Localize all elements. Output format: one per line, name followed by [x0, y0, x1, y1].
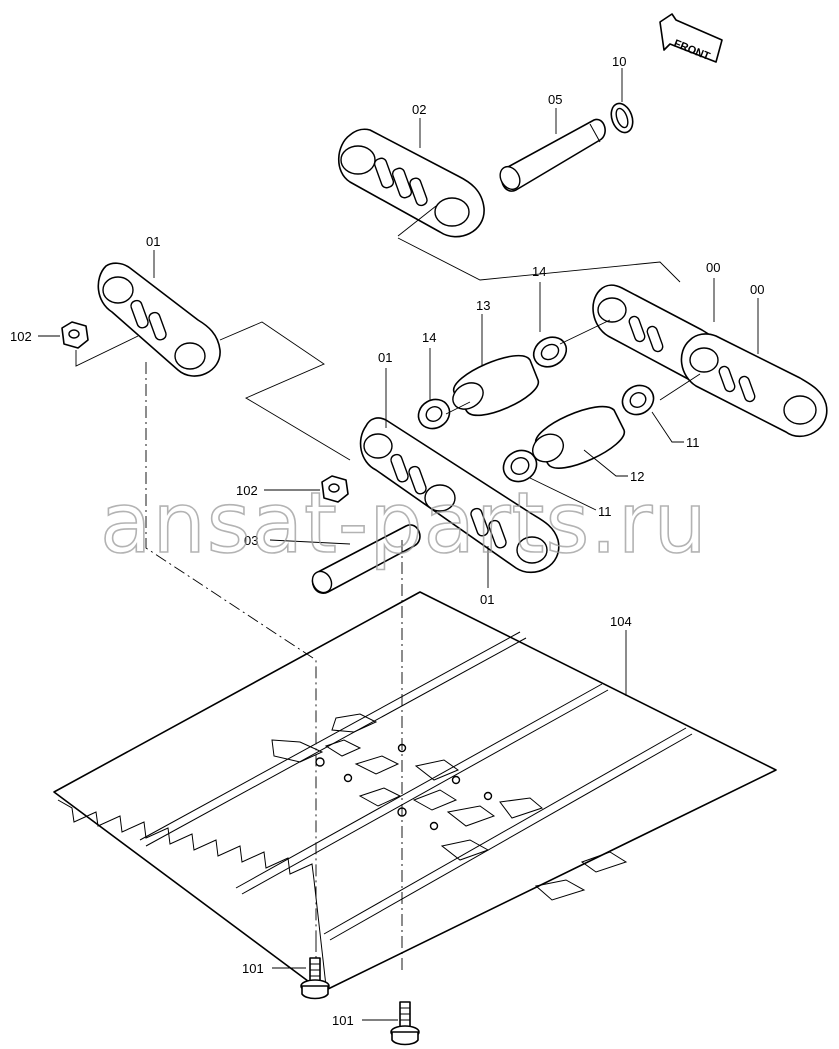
bolt-101-lower — [390, 1001, 420, 1046]
seal-ring-14-upper — [532, 336, 568, 368]
front-arrow-icon: FRONT — [659, 13, 723, 63]
callout-labels: 10 02 05 01 102 13 14 14 01 00 00 11 12 … — [10, 54, 764, 1028]
callout-14-lower: 14 — [422, 330, 436, 345]
nut-102-lower — [321, 475, 349, 503]
callout-01-left: 01 — [146, 234, 160, 249]
seal-ring-11-upper — [621, 384, 655, 416]
track-link-02 — [337, 128, 485, 238]
callout-10: 10 — [612, 54, 626, 69]
bushing-13 — [452, 354, 539, 417]
callout-104: 104 — [610, 614, 632, 629]
callout-102-upper: 102 — [10, 329, 32, 344]
nut-102-upper — [61, 321, 89, 349]
snap-ring-10 — [610, 102, 634, 134]
callout-101-upper: 101 — [242, 961, 264, 976]
bushing-12 — [531, 405, 625, 469]
callout-11-upper: 11 — [686, 435, 700, 450]
callout-13: 13 — [476, 298, 490, 313]
track-link-01-left — [97, 262, 221, 377]
seal-ring-14-lower — [417, 398, 451, 430]
callout-102-lower: 102 — [236, 483, 258, 498]
callout-00-rear: 00 — [750, 282, 764, 297]
callout-12: 12 — [630, 469, 644, 484]
track-link-01-middle — [359, 417, 560, 573]
callout-14-upper: 14 — [532, 264, 546, 279]
callout-02: 02 — [412, 102, 426, 117]
leader-lines — [38, 68, 759, 1021]
callout-05: 05 — [548, 92, 562, 107]
callout-01-middle: 01 — [378, 350, 392, 365]
master-pin-05 — [499, 118, 606, 192]
track-link-00-rear — [680, 333, 828, 438]
callout-01-bottom: 01 — [480, 592, 494, 607]
callout-03: 03 — [244, 533, 258, 548]
assembly-lines — [145, 205, 701, 970]
watermark-text: ansat-parts.ru — [100, 474, 708, 572]
callout-00-front: 00 — [706, 260, 720, 275]
track-shoe-104 — [53, 591, 777, 991]
track-pin-03 — [311, 524, 421, 594]
bolt-101-upper — [300, 957, 330, 1000]
callout-101-lower: 101 — [332, 1013, 354, 1028]
callout-11-lower: 11 — [598, 504, 612, 519]
